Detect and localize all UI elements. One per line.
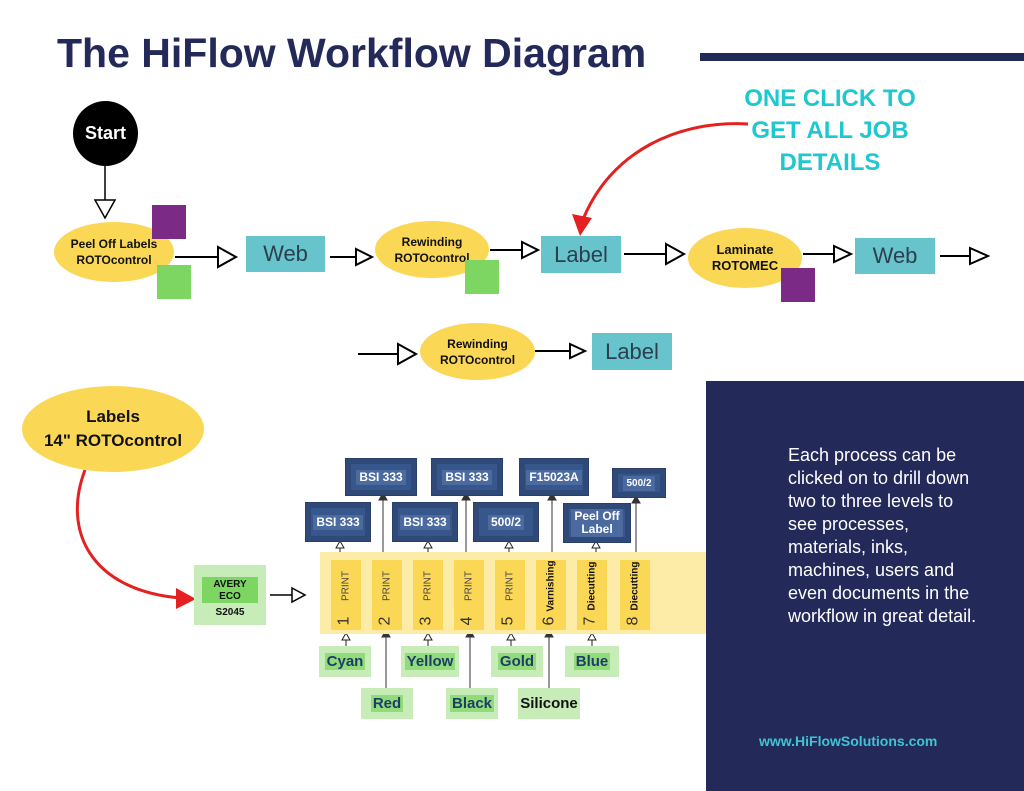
material-box-2[interactable]: BSI 333 bbox=[345, 458, 417, 496]
stage-label: Diecutting bbox=[629, 561, 641, 611]
ink-blue[interactable]: Blue bbox=[565, 646, 619, 677]
rewinding-node-2[interactable]: Rewinding ROTOcontrol bbox=[420, 323, 535, 380]
material-box-label: F15023A bbox=[526, 469, 582, 485]
material-line-2: S2045 bbox=[215, 607, 245, 618]
material-highlight bbox=[202, 577, 258, 603]
stage-label: PRINT bbox=[381, 571, 393, 601]
stage-label: PRINT bbox=[422, 571, 434, 601]
stage-number: 3 bbox=[417, 616, 435, 626]
stage-number: 6 bbox=[540, 616, 558, 626]
material-box-label: BSI 333 bbox=[313, 514, 363, 530]
stage-4[interactable]: PRINT 4 bbox=[454, 560, 484, 630]
material-box-label: 500/2 bbox=[487, 514, 525, 530]
laminate-node[interactable]: Laminate ROTOMEC bbox=[688, 228, 802, 288]
material-box-label: BSI 333 bbox=[356, 469, 406, 485]
diagram-title: The HiFlow Workflow Diagram bbox=[57, 30, 647, 76]
top-flow-arrows bbox=[175, 240, 991, 269]
stage-label: Varnishing bbox=[545, 560, 557, 612]
material-avery-node[interactable]: AVERY ECO S2045 bbox=[194, 565, 266, 625]
rewinding-label-2: Rewinding ROTOcontrol bbox=[439, 336, 516, 367]
rewinding-label-1: Rewinding ROTOcontrol bbox=[394, 234, 470, 265]
green-marker bbox=[465, 260, 499, 294]
material-box-label: Peel Off Label bbox=[571, 509, 623, 537]
labels-red-arrow bbox=[75, 469, 181, 600]
info-panel bbox=[706, 381, 1024, 791]
stage-3[interactable]: PRINT 3 bbox=[413, 560, 443, 630]
ink-label: Cyan bbox=[324, 653, 366, 670]
web-node-2[interactable]: Web bbox=[855, 238, 935, 274]
peel-off-labels-label: Peel Off Labels ROTOcontrol bbox=[70, 237, 158, 267]
ink-silicone[interactable]: Silicone bbox=[518, 688, 580, 719]
material-box-7[interactable]: Peel Off Label bbox=[563, 503, 631, 543]
stage-label: PRINT bbox=[340, 571, 352, 601]
stage-label: PRINT bbox=[463, 571, 475, 601]
callout-red-arrow bbox=[580, 122, 749, 223]
material-arrow bbox=[270, 586, 307, 604]
stage-2[interactable]: PRINT 2 bbox=[372, 560, 402, 630]
material-box-8[interactable]: 500/2 bbox=[612, 468, 666, 498]
info-text: Each process can be clicked on to drill … bbox=[788, 445, 977, 626]
ink-label: Blue bbox=[573, 653, 611, 670]
ink-label: Yellow bbox=[404, 653, 456, 670]
material-box-label: BSI 333 bbox=[442, 469, 492, 485]
ink-cyan[interactable]: Cyan bbox=[319, 646, 371, 677]
stage-number: 1 bbox=[335, 616, 353, 626]
green-marker bbox=[157, 265, 191, 299]
material-box-6[interactable]: F15023A bbox=[519, 458, 589, 496]
website-link[interactable]: www.HiFlowSolutions.com bbox=[759, 733, 938, 749]
ink-red[interactable]: Red bbox=[361, 688, 413, 719]
laminate-label: Laminate ROTOMEC bbox=[711, 242, 779, 273]
material-box-label: BSI 333 bbox=[400, 514, 450, 530]
ink-connectors bbox=[341, 631, 597, 647]
stage-upper-connectors bbox=[378, 491, 641, 560]
label-node-2[interactable]: Label bbox=[592, 333, 672, 370]
ink-yellow[interactable]: Yellow bbox=[401, 646, 459, 677]
web-node-1[interactable]: Web bbox=[246, 236, 325, 272]
labels-roto-node[interactable]: Labels 14" ROTOcontrol bbox=[22, 386, 204, 472]
material-line-1: AVERY ECO bbox=[213, 579, 247, 602]
label-node-1[interactable]: Label bbox=[541, 236, 621, 273]
purple-marker bbox=[152, 205, 186, 239]
material-box-3[interactable]: BSI 333 bbox=[392, 502, 458, 542]
stage-number: 4 bbox=[458, 616, 476, 626]
stage-number: 8 bbox=[624, 616, 642, 626]
labels-roto-label: Labels 14" ROTOcontrol bbox=[43, 407, 183, 450]
ink-label: Silicone bbox=[520, 695, 578, 712]
callout-red-arrowhead bbox=[572, 214, 592, 236]
title-rule bbox=[700, 53, 1024, 61]
middle-flow-arrows bbox=[358, 342, 588, 366]
start-node[interactable]: Start bbox=[73, 101, 138, 166]
ink-label: Black bbox=[449, 695, 495, 712]
ink-label: Red bbox=[370, 695, 404, 712]
labels-red-arrowhead bbox=[176, 588, 196, 609]
ink-gold[interactable]: Gold bbox=[491, 646, 543, 677]
material-box-4[interactable]: BSI 333 bbox=[431, 458, 503, 496]
stage-label: Diecutting bbox=[586, 561, 598, 611]
stage-1[interactable]: PRINT 1 bbox=[331, 560, 361, 630]
ink-black[interactable]: Black bbox=[446, 688, 498, 719]
stage-6[interactable]: Varnishing 6 bbox=[536, 560, 566, 630]
stage-number: 2 bbox=[376, 616, 394, 626]
callout-text: ONE CLICK TO GET ALL JOB DETAILS bbox=[744, 85, 916, 176]
material-box-label: 500/2 bbox=[623, 475, 655, 491]
stage-label: PRINT bbox=[504, 571, 516, 601]
purple-marker bbox=[781, 268, 815, 302]
stage-5[interactable]: PRINT 5 bbox=[495, 560, 525, 630]
start-arrowhead bbox=[93, 199, 117, 220]
ink-label: Gold bbox=[497, 653, 537, 670]
stage-number: 7 bbox=[581, 616, 599, 626]
material-box-1[interactable]: BSI 333 bbox=[305, 502, 371, 542]
material-box-5[interactable]: 500/2 bbox=[473, 502, 539, 542]
stage-number: 5 bbox=[499, 616, 517, 626]
stage-7[interactable]: Diecutting 7 bbox=[577, 560, 607, 630]
stage-8[interactable]: Diecutting 8 bbox=[620, 560, 650, 630]
